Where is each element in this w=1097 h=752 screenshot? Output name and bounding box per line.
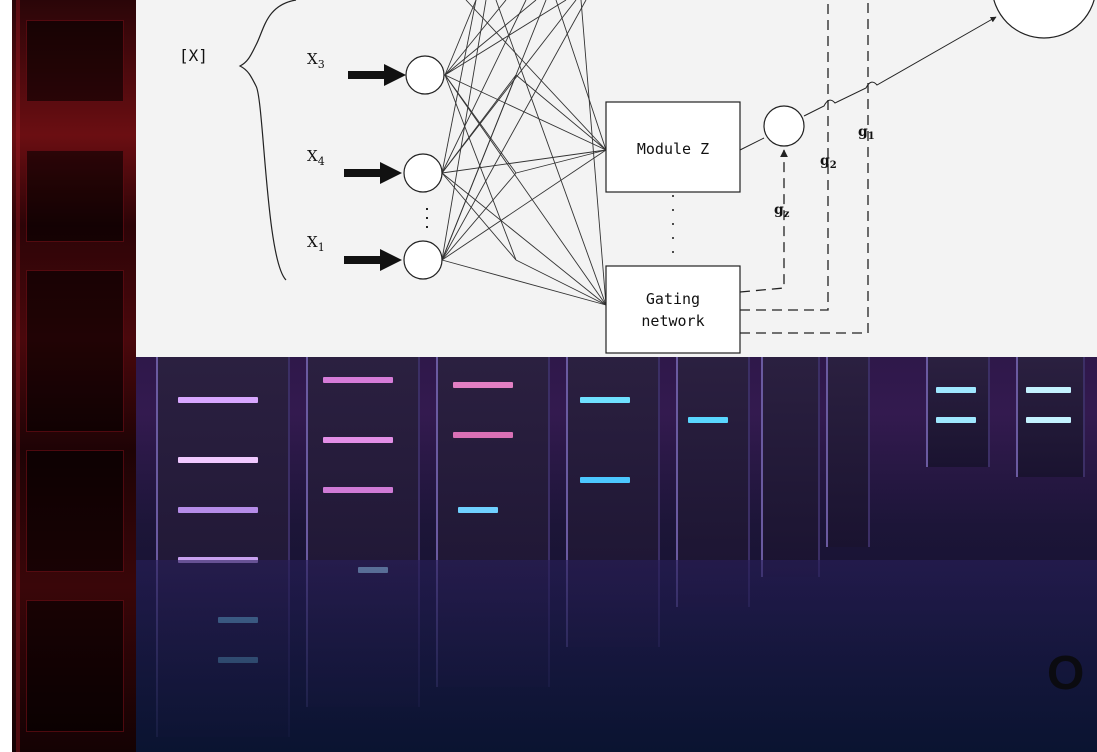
input-neuron-x4 — [403, 153, 443, 193]
input-label-x3: X3 — [307, 50, 325, 71]
gate-label-g1: g1 — [858, 124, 875, 142]
input-label-x1: X1 — [307, 233, 325, 254]
input-neuron-x3 — [405, 55, 445, 95]
gate-label-g2: g2 — [820, 153, 837, 171]
input-vector-label: [X] — [179, 46, 208, 65]
input-neuron-x1 — [403, 240, 443, 280]
server-cabinet — [926, 357, 990, 467]
rack-unit — [26, 270, 124, 432]
gating-network-box — [605, 265, 741, 354]
rack-unit — [26, 450, 124, 572]
server-cabinet — [761, 357, 820, 577]
input-arrow — [344, 162, 402, 184]
mixture-of-experts-diagram: [X] X3 X4 X1 — [136, 0, 1097, 357]
module-z-label: Module Z — [637, 140, 709, 158]
gate-label-gz: gz — [774, 202, 790, 220]
input-arrow — [344, 249, 402, 271]
combiner-to-output-line — [803, 16, 997, 117]
reflective-floor — [136, 560, 1097, 752]
rack-unit — [26, 20, 124, 102]
module-to-combiner-line — [739, 137, 765, 151]
partial-title-text: O — [1047, 647, 1086, 700]
gate-line-g1 — [740, 0, 869, 334]
rack-unit — [26, 600, 124, 732]
gate-line-g2 — [740, 0, 829, 311]
input-label-x4: X4 — [307, 147, 325, 168]
red-server-rack-panel — [12, 0, 136, 752]
gating-label-line2: network — [641, 312, 704, 330]
output-neuron — [993, 0, 1095, 39]
module-z-box — [605, 101, 741, 193]
diagram-svg: [X] X3 X4 X1 — [179, 0, 1095, 354]
rack-rail — [16, 0, 20, 752]
gating-label-line1: Gating — [646, 290, 700, 308]
input-brace — [238, 0, 297, 281]
rack-unit — [26, 150, 124, 242]
server-cabinet — [826, 357, 870, 547]
left-margin-strip — [0, 0, 12, 752]
gate-line-gz — [739, 149, 788, 293]
connection-mesh — [441, 0, 607, 306]
server-cabinet — [1016, 357, 1085, 477]
combiner-neuron — [763, 105, 805, 147]
input-arrow — [348, 64, 406, 86]
